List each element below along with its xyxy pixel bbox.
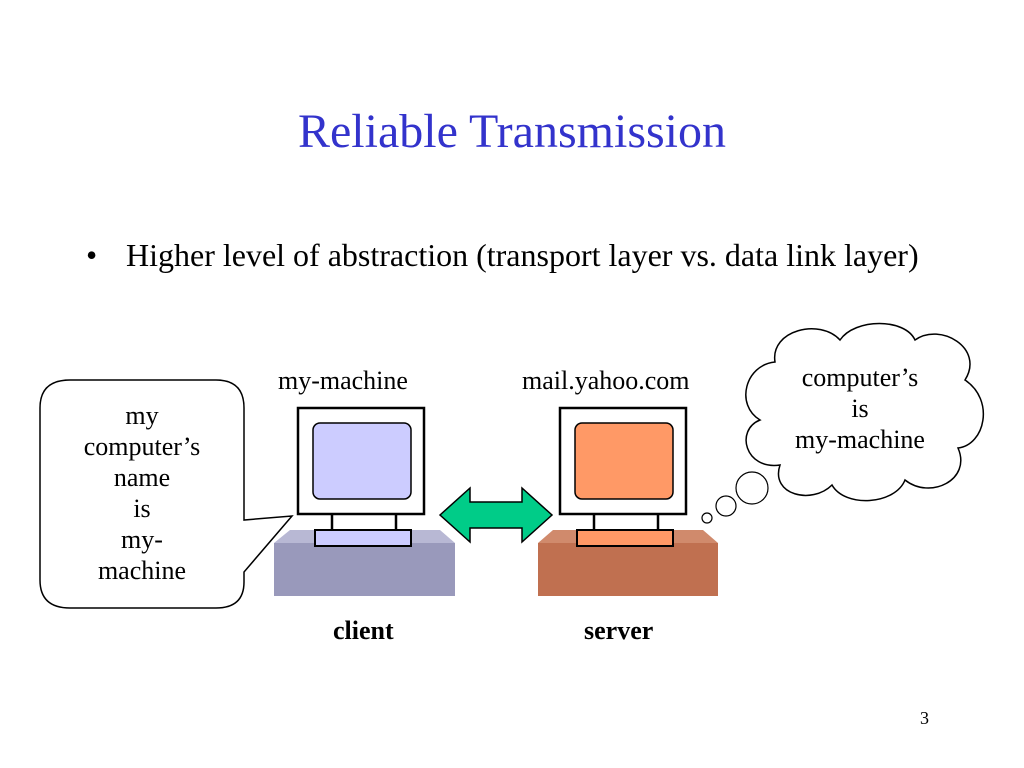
bullet-dot-icon: •: [86, 237, 98, 273]
client-hostname-label: my-machine: [278, 366, 408, 395]
thought-bubble-text: computer’s is my-machine: [760, 362, 960, 455]
double-arrow-icon: [438, 486, 554, 544]
server-role-label: server: [584, 616, 654, 645]
thought-dot-icon: [715, 495, 737, 517]
bullet-text: Higher level of abstraction (transport l…: [126, 237, 919, 273]
speech-line: my-: [121, 525, 163, 554]
server-computer-icon: [538, 406, 718, 596]
server-hostname-label: mail.yahoo.com: [522, 366, 690, 395]
speech-line: computer’s: [83, 432, 201, 461]
client-computer-icon: [274, 406, 455, 596]
thought-dot-icon: [701, 512, 713, 524]
page-number: 3: [920, 708, 929, 728]
speech-line: machine: [97, 556, 187, 585]
thought-dot-icon: [735, 471, 769, 505]
thought-cloud: [745, 322, 985, 502]
speech-bubble-text: my computer’s name is my- machine: [46, 400, 238, 586]
slide-title: Reliable Transmission: [297, 105, 727, 158]
speech-line: name: [113, 463, 171, 492]
speech-bubble: [39, 379, 294, 609]
thought-line: is: [851, 394, 869, 423]
speech-line: is: [133, 494, 151, 523]
thought-line: computer’s: [801, 363, 919, 392]
client-role-label: client: [333, 616, 394, 645]
speech-line: my: [125, 401, 159, 430]
thought-line: my-machine: [795, 425, 925, 454]
